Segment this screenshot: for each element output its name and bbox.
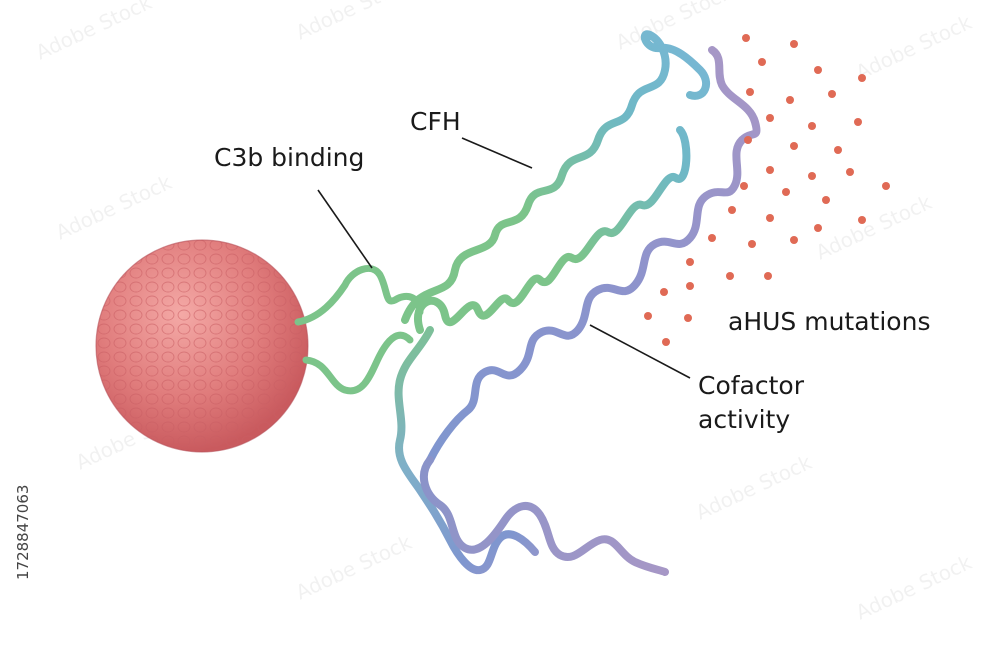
svg-text:Adobe Stock: Adobe Stock	[32, 0, 156, 65]
cfh-leader	[461, 137, 533, 169]
ahus-mutations-label: aHUS mutations	[728, 307, 930, 336]
cell-sphere	[95, 239, 309, 453]
cofactor-strand	[426, 46, 761, 464]
mutation-dots	[644, 34, 890, 346]
cofactor-label-line1: Cofactor	[698, 371, 805, 400]
stock-id-watermark: 1728847063	[14, 485, 32, 580]
svg-text:Adobe Stock: Adobe Stock	[52, 170, 176, 245]
cfh-lower-strand	[394, 326, 539, 575]
c3b-binding-label: C3b binding	[214, 143, 364, 172]
svg-text:Adobe Stock: Adobe Stock	[292, 0, 416, 45]
cfh-attachment-strand	[294, 265, 424, 395]
svg-text:Adobe Stock: Adobe Stock	[852, 550, 976, 625]
svg-text:Adobe Stock: Adobe Stock	[692, 450, 816, 525]
svg-text:Adobe Stock: Adobe Stock	[812, 190, 936, 265]
svg-text:Adobe Stock: Adobe Stock	[292, 530, 416, 605]
c3b-binding-leader	[317, 189, 373, 269]
cfh-helix-strand	[401, 30, 711, 334]
cofactor-label-line2: activity	[698, 405, 790, 434]
cofactor-leader	[589, 324, 691, 379]
cofactor-strand-tail	[419, 456, 669, 576]
cfh-label: CFH	[410, 107, 461, 136]
svg-text:Adobe Stock: Adobe Stock	[852, 10, 976, 85]
